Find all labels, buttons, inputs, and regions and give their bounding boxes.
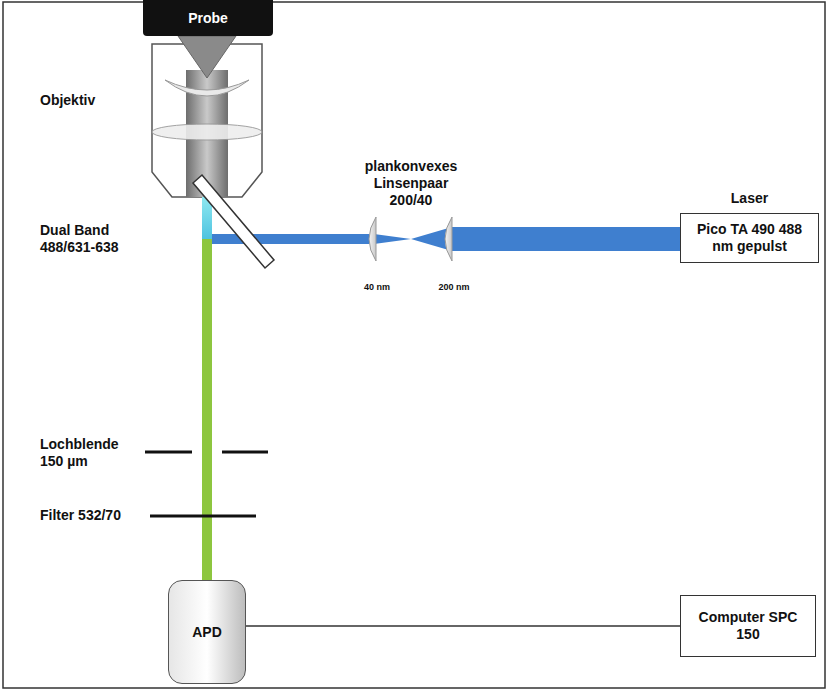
laser-beam-focus <box>374 227 452 251</box>
focal-length-label: 40 nm <box>360 282 394 293</box>
objective-tip <box>178 36 236 78</box>
box-label: APD <box>192 624 222 641</box>
sample-holder: Probe <box>143 0 273 36</box>
part-label: Filter 532/70 <box>40 507 150 524</box>
part-label: Objektiv <box>40 92 150 109</box>
computer-box: Computer SPC 150 <box>680 595 816 657</box>
laser-beam-narrow <box>207 234 374 244</box>
detector-box: APD <box>168 580 246 684</box>
box-heading: Laser <box>681 190 818 207</box>
box-label: Pico TA 490 488 nm gepulst <box>687 221 812 255</box>
part-label: plankonvexes Linsenpaar 200/40 <box>352 158 470 208</box>
lens-40 <box>369 217 376 261</box>
box-label: Computer SPC 150 <box>698 609 798 643</box>
part-label: Dual Band 488/631-638 <box>40 222 150 256</box>
frame <box>3 2 825 688</box>
pinhole <box>145 451 192 454</box>
cable <box>246 625 680 627</box>
meniscus-lens <box>165 80 249 96</box>
laser-beam-wide <box>452 227 682 251</box>
dichroic-mirror <box>193 175 274 268</box>
objective-lens <box>152 124 262 140</box>
part-label: Lochblende 150 µm <box>40 436 136 470</box>
fluorescence-beam <box>202 239 212 582</box>
lens-200 <box>445 217 452 261</box>
pinhole <box>222 451 268 454</box>
focal-length-label: 200 nm <box>434 282 474 293</box>
box-label: Probe <box>188 10 228 27</box>
filter <box>150 515 256 518</box>
laser-box: LaserPico TA 490 488 nm gepulst <box>680 213 819 263</box>
